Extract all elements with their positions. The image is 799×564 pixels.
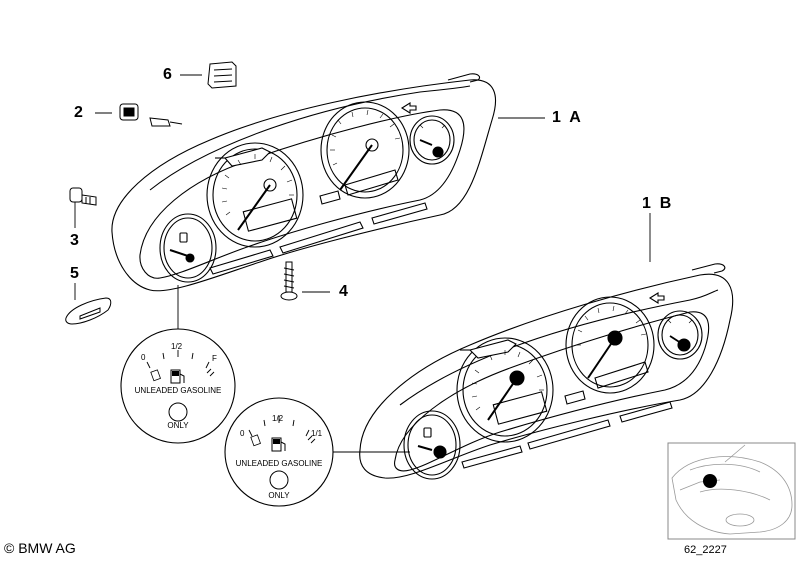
part-3-bulb — [69, 187, 97, 206]
car-location-thumbnail — [667, 442, 796, 540]
fuel-pump-icon — [170, 369, 185, 384]
tachometer-b — [456, 337, 554, 443]
instrument-cluster-a — [111, 73, 496, 292]
speedometer-a — [320, 101, 410, 199]
detail-b-only: ONLY — [268, 491, 290, 500]
cluster-b-ticks — [471, 305, 693, 411]
fuel-gauge-a — [159, 213, 217, 283]
temp-gauge-b — [657, 310, 703, 360]
detail-b-mark-full: 1/1 — [311, 429, 323, 438]
fuel-gauge-detail-a: 0 1/2 F UNLEADED GASOLINE ONLY — [120, 328, 236, 444]
part-6-connector — [207, 61, 237, 89]
detail-b-label: UNLEADED GASOLINE — [236, 459, 323, 468]
cluster-a-ticks — [221, 109, 446, 216]
callout-1a: 1 A — [552, 109, 581, 126]
temp-gauge-a — [409, 115, 455, 165]
detail-a-only: ONLY — [167, 421, 189, 430]
diagram-id-label: 62_2227 — [684, 544, 727, 556]
location-marker — [703, 474, 717, 488]
part-2-bulb-socket — [119, 103, 183, 127]
callout-5: 5 — [70, 265, 79, 282]
detail-a-mark-0: 0 — [141, 353, 146, 362]
detail-a-label: UNLEADED GASOLINE — [135, 386, 222, 395]
part-4-screw — [280, 261, 298, 301]
tachometer-a — [206, 142, 304, 248]
callout-3: 3 — [70, 232, 79, 249]
callout-4: 4 — [339, 283, 348, 300]
fuel-pump-icon — [271, 437, 286, 452]
detail-b-mark-0: 0 — [240, 429, 245, 438]
fuel-gauge-detail-b: 0 1/2 1/1 UNLEADED GASOLINE ONLY — [224, 397, 334, 507]
callout-6: 6 — [163, 66, 172, 83]
speedometer-b — [565, 296, 655, 394]
part-5-cover — [65, 297, 112, 325]
callout-1b: 1 B — [642, 195, 672, 212]
detail-a-mark-half: 1/2 — [171, 342, 183, 351]
instrument-cluster-b — [359, 263, 734, 480]
copyright-label: © BMW AG — [4, 540, 76, 556]
fuel-gauge-b — [403, 410, 461, 480]
detail-b-mark-half: 1/2 — [272, 414, 284, 423]
leader-lines-b — [333, 213, 651, 453]
callout-2: 2 — [74, 104, 83, 121]
detail-a-mark-full: F — [212, 354, 217, 363]
